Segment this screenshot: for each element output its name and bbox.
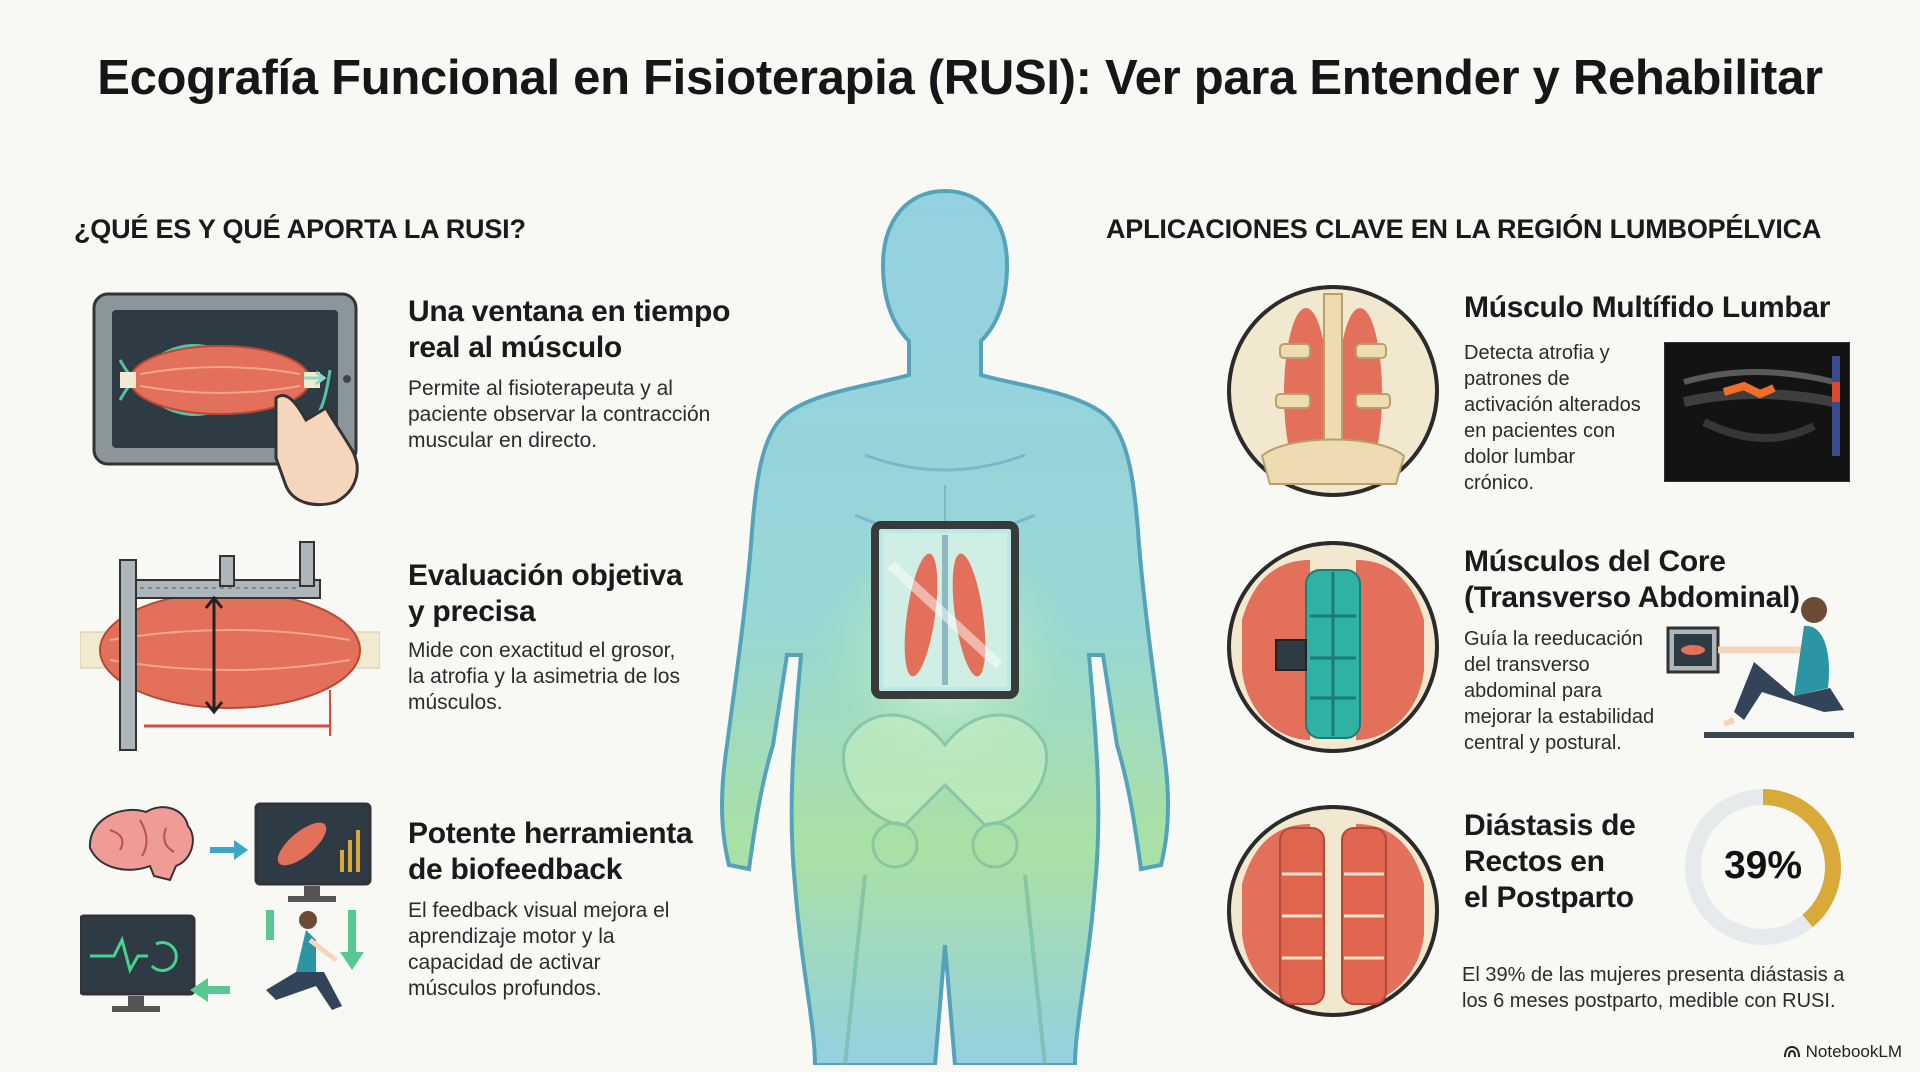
app3-title-line2: Rectos en xyxy=(1464,845,1605,878)
app3-desc-line2: los 6 meses postparto, medible con RUSI. xyxy=(1462,990,1836,1012)
item2-desc-line3: músculos. xyxy=(408,691,503,714)
app2-desc-line: abdominal para xyxy=(1464,680,1602,702)
item3-desc-line4: músculos profundos. xyxy=(408,977,602,1000)
right-section-heading: APLICACIONES CLAVE EN LA REGIÓN LUMBOPÉL… xyxy=(1106,214,1822,244)
multifidus-icon xyxy=(1226,284,1440,498)
app3-title: Diástasis de Rectos en el Postparto xyxy=(1464,808,1636,916)
app3-title-line1: Diástasis de xyxy=(1464,809,1636,842)
page-title: Ecografía Funcional en Fisioterapia (RUS… xyxy=(97,51,1823,105)
app2-description: Guía la reeducación del transverso abdom… xyxy=(1464,626,1654,756)
caliper-muscle-icon xyxy=(80,540,380,760)
item2-desc-line2: la atrofia y la asimetria de los xyxy=(408,665,680,688)
tablet-muscle-icon xyxy=(90,290,380,510)
stat-donut-arc xyxy=(1685,789,1841,945)
item2-description: Mide con exactitud el grosor, la atrofia… xyxy=(408,638,680,716)
pelvis-skeleton xyxy=(842,713,1048,1065)
item3-title-line2: de biofeedback xyxy=(408,853,623,886)
app1-description: Detecta atrofia y patrones de activación… xyxy=(1464,340,1641,496)
item3-desc-line1: El feedback visual mejora el xyxy=(408,899,670,922)
stat-label: 39% xyxy=(1723,844,1803,887)
item1-title-line1: Una ventana en tiempo xyxy=(408,295,731,328)
app1-desc-line: crónico. xyxy=(1464,472,1535,494)
item2-title-line1: Evaluación objetiva xyxy=(408,559,683,592)
app2-desc-line: Guía la reeducación xyxy=(1464,628,1644,650)
app1-title: Músculo Multífido Lumbar xyxy=(1464,291,1831,324)
item1-description: Permite al fisioterapeuta y al paciente … xyxy=(408,376,710,454)
stat-donut: 39% xyxy=(1682,786,1844,948)
app3-description: El 39% de las mujeres presenta diástasis… xyxy=(1462,962,1844,1014)
item2-title-line2: y precisa xyxy=(408,595,536,628)
rectus-diastasis-icon xyxy=(1226,804,1440,1018)
brain-biofeedback-icon xyxy=(80,800,380,1020)
app2-desc-line: central y postural. xyxy=(1464,732,1622,754)
kneeling-woman-icon xyxy=(266,911,342,1010)
left-section-heading: ¿QUÉ ES Y QUÉ APORTA LA RUSI? xyxy=(74,214,526,244)
core-muscles-icon xyxy=(1226,540,1440,754)
item2-title: Evaluación objetiva y precisa xyxy=(408,558,683,630)
app2-desc-line: del transverso xyxy=(1464,654,1590,676)
app2-desc-line: mejorar la estabilidad xyxy=(1464,706,1655,728)
item3-desc-line2: aprendizaje motor y la xyxy=(408,925,615,948)
app3-desc-line1: El 39% de las mujeres presenta diástasis… xyxy=(1462,964,1845,986)
notebooklm-logo-icon xyxy=(1783,1046,1800,1058)
item3-description: El feedback visual mejora el aprendizaje… xyxy=(408,898,669,1002)
item1-title-line2: real al músculo xyxy=(408,331,622,364)
app1-desc-line: patrones de xyxy=(1464,368,1570,390)
footer-brand: NotebookLM xyxy=(1783,1042,1902,1062)
brain-icon xyxy=(88,806,194,882)
ultrasound-image-icon xyxy=(1664,342,1850,482)
item3-title-line1: Potente herramienta xyxy=(408,817,693,850)
monitor-muscle-icon xyxy=(254,802,372,902)
app2-title-line2: (Transverso Abdominal) xyxy=(1464,581,1800,614)
app1-desc-line: dolor lumbar xyxy=(1464,446,1576,468)
item3-title: Potente herramienta de biofeedback xyxy=(408,816,693,888)
monitor-feedback-icon xyxy=(80,914,196,1012)
human-body-illustration xyxy=(715,185,1175,1065)
item1-desc-line2: paciente observar la contracción xyxy=(408,403,711,426)
item3-desc-line3: capacidad de activar xyxy=(408,951,601,974)
app2-title: Músculos del Core (Transverso Abdominal) xyxy=(1464,544,1800,616)
app1-desc-line: Detecta atrofia y xyxy=(1464,342,1610,364)
seated-woman-screen-icon xyxy=(1664,592,1860,742)
item2-desc-line1: Mide con exactitud el grosor, xyxy=(408,639,676,662)
app2-title-line1: Músculos del Core xyxy=(1464,545,1726,578)
footer-brand-label: NotebookLM xyxy=(1805,1042,1902,1061)
item1-desc-line1: Permite al fisioterapeuta y al xyxy=(408,377,673,400)
item1-title: Una ventana en tiempo real al músculo xyxy=(408,294,730,366)
app1-desc-line: en pacientes con xyxy=(1464,420,1616,442)
item1-desc-line3: muscular en directo. xyxy=(408,429,598,452)
ultrasound-window xyxy=(871,521,1019,699)
app3-title-line3: el Postparto xyxy=(1464,881,1634,914)
app1-desc-line: activación alterados xyxy=(1464,394,1641,416)
